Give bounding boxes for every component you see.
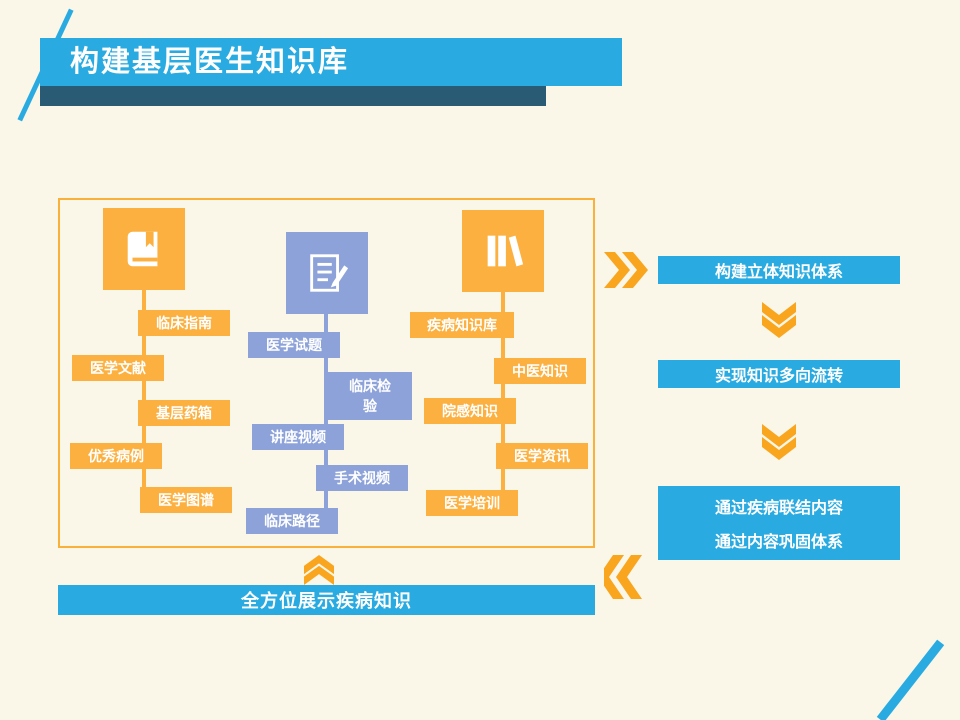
bottom-right-diagonal-accent — [876, 639, 945, 720]
notebook-icon — [103, 208, 185, 290]
diagram-label: 医学文献 — [72, 355, 164, 381]
title-banner: 构建基层医生知识库 — [40, 38, 622, 86]
knowledge-diagram-box — [58, 198, 595, 548]
flow-final-line: 通过疾病联结内容 — [714, 500, 843, 517]
diagram-label: 临床路径 — [246, 508, 338, 534]
flow-final-line: 通过内容巩固体系 — [714, 534, 843, 551]
flow-step-banner: 构建立体知识体系 — [658, 256, 900, 284]
bookshelf-icon — [462, 210, 544, 292]
connector-line-middle — [324, 314, 328, 522]
diagram-label: 优秀病例 — [70, 443, 162, 469]
title-shadow-bar — [40, 84, 546, 106]
flow-step-banner: 实现知识多向流转 — [658, 360, 900, 388]
page-title: 构建基层医生知识库 — [70, 46, 350, 78]
connector-line-left — [142, 290, 146, 502]
chevron-down-icon — [762, 302, 796, 343]
diagram-label: 手术视频 — [316, 465, 408, 491]
diagram-label: 临床检验 — [328, 372, 412, 420]
diagram-label: 医学资讯 — [496, 443, 588, 469]
exam-paper-icon — [286, 232, 368, 314]
diagram-label: 院感知识 — [424, 398, 516, 424]
diagram-label: 中医知识 — [494, 358, 586, 384]
diagram-label: 基层药箱 — [138, 400, 230, 426]
diagram-label: 医学培训 — [426, 490, 518, 516]
diagram-label: 医学图谱 — [140, 487, 232, 513]
chevron-up-icon — [302, 555, 336, 590]
chevron-right-icon — [604, 252, 648, 293]
diagram-label: 疾病知识库 — [410, 312, 514, 338]
diagram-label: 讲座视频 — [252, 424, 344, 450]
chevron-left-icon — [598, 555, 642, 604]
diagram-label: 医学试题 — [248, 332, 340, 358]
flow-final-banner: 通过疾病联结内容 通过内容巩固体系 — [658, 486, 900, 560]
chevron-down-icon — [762, 424, 796, 465]
footer-banner: 全方位展示疾病知识 — [58, 585, 595, 615]
diagram-label-text: 临床检验 — [348, 378, 391, 414]
diagram-label: 临床指南 — [138, 310, 230, 336]
